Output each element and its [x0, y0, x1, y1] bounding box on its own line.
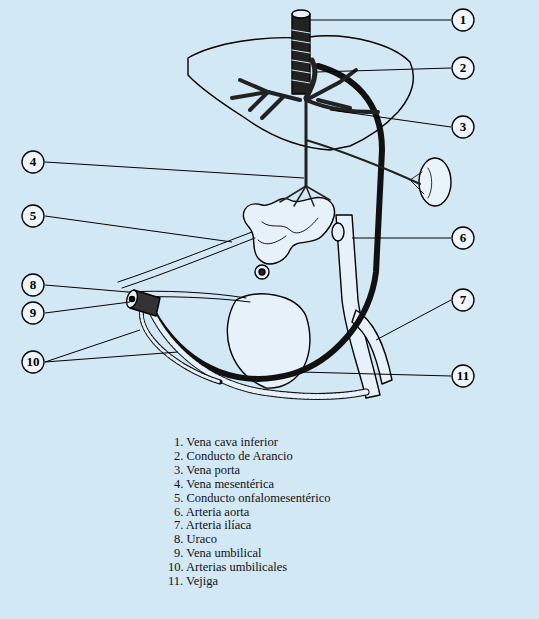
vena-cava-ring [292, 40, 310, 43]
callout-outline [22, 302, 44, 324]
callout-outline [22, 274, 44, 296]
callout-circle: 3 [451, 115, 475, 139]
key-entry: 10. Arterias umbilicales [168, 560, 287, 575]
umbilical-vessel-end [130, 297, 135, 302]
vena-cava-ring [292, 80, 310, 83]
ductus-venosus [306, 60, 315, 98]
callout-circle: 6 [451, 226, 475, 250]
callout-circle: 5 [21, 204, 45, 228]
callout-circle: 9 [21, 301, 45, 325]
callout-number: 8 [21, 273, 45, 297]
mesenteric-branch [294, 186, 306, 206]
key-entry: 11. Vejiga [168, 574, 218, 589]
key-entry: 6. Arteria aorta [174, 505, 249, 520]
callout-circle: 7 [451, 288, 475, 312]
vena-cava [292, 14, 310, 94]
vena-cava-ring [292, 60, 310, 63]
spleen [419, 158, 451, 206]
callout-number: 6 [451, 226, 475, 250]
callout-outline [452, 365, 474, 387]
portal-vein [306, 100, 378, 112]
mesenteric-branch [306, 186, 330, 200]
callout-number: 7 [451, 288, 475, 312]
leader-line [45, 285, 128, 292]
omphalomesenteric-duct [118, 232, 252, 282]
mesenteric-branch [280, 186, 306, 202]
callout-outline [22, 351, 44, 373]
key-entry: 5. Conducto onfalomesentérico [174, 491, 331, 506]
callout-outline [22, 151, 44, 173]
callout-number: 10 [21, 350, 45, 374]
intestine-fold [258, 236, 286, 244]
callout-number: 1 [451, 8, 475, 32]
key-entry: 3. Vena porta [174, 463, 240, 478]
omphalomesenteric-duct [122, 238, 255, 288]
callout-outline [452, 116, 474, 138]
splenic-branch [410, 180, 424, 194]
leader-line [300, 372, 451, 376]
leader-line [352, 238, 451, 239]
intestine-cut [332, 223, 344, 241]
intestine-fold [262, 218, 318, 233]
vena-cava-ring [292, 30, 310, 33]
umbilical-artery [152, 312, 366, 397]
callout-number: 9 [21, 301, 45, 325]
leader-line [376, 300, 451, 340]
callout-outline [452, 57, 474, 79]
callout-circle: 4 [21, 150, 45, 174]
key-entry: 4. Vena mesentérica [174, 477, 274, 492]
portal-branch [310, 70, 356, 98]
callout-circle: 10 [21, 350, 45, 374]
leader-line [45, 302, 130, 313]
key-entry: 8. Uraco [174, 532, 217, 547]
leader-line [45, 162, 304, 178]
leader-line [330, 110, 451, 127]
callout-circle: 2 [451, 56, 475, 80]
key-entry: 2. Conducto de Arancio [174, 449, 293, 464]
portal-branch [232, 92, 268, 98]
callout-circle: 1 [451, 8, 475, 32]
umbilical-vein [150, 66, 382, 379]
leader-line [45, 216, 232, 242]
callout-number: 3 [451, 115, 475, 139]
splenic-vein [306, 140, 420, 184]
intestine-lumen [259, 269, 265, 275]
leader-line [316, 68, 451, 72]
key-entry: 1. Vena cava inferior [174, 435, 278, 450]
leader-line [310, 20, 451, 21]
callout-number: 5 [21, 204, 45, 228]
callout-outline [452, 9, 474, 31]
callout-outline [22, 205, 44, 227]
mesenteric-vein [305, 100, 308, 186]
aorta [336, 215, 380, 398]
portal-branch [262, 96, 284, 118]
vena-cava-top [292, 10, 310, 18]
intestine [243, 197, 334, 263]
callout-circle: 11 [451, 364, 475, 388]
splenic-branch [410, 172, 422, 180]
callout-number: 4 [21, 150, 45, 174]
umbilical-artery-coil [152, 312, 366, 397]
callout-outline [452, 289, 474, 311]
callout-circle: 8 [21, 273, 45, 297]
key-entry: 7. Arteria ilíaca [174, 518, 251, 533]
vena-cava-ring [292, 50, 310, 53]
leader-line [45, 352, 178, 362]
vena-cava-ring [292, 70, 310, 73]
key-entry: 9. Vena umbilical [174, 546, 262, 561]
callout-number: 11 [451, 364, 475, 388]
spleen-detail [428, 168, 432, 198]
leader-line [45, 330, 140, 362]
callout-outline [452, 227, 474, 249]
callout-number: 2 [451, 56, 475, 80]
intestine-lumen [255, 265, 269, 279]
